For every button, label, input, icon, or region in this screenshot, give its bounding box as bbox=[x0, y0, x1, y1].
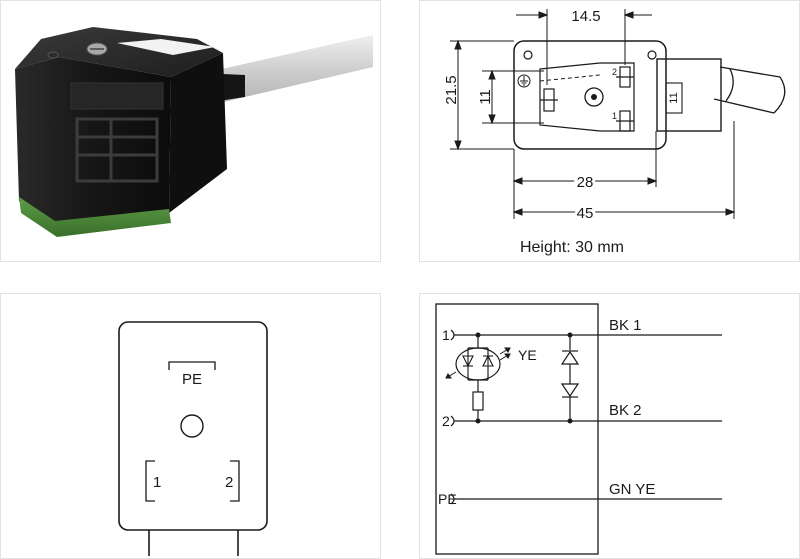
label-plate bbox=[117, 39, 215, 55]
dim-21-5-label: 21.5 bbox=[443, 75, 460, 104]
strain-relief bbox=[656, 58, 722, 132]
led-label: YE bbox=[518, 347, 537, 363]
connector-side bbox=[169, 53, 227, 213]
dimension-drawing-panel: 11 2 1 bbox=[419, 0, 800, 262]
terminal-2-icon bbox=[450, 415, 455, 427]
pin-2-label: 2 bbox=[225, 474, 233, 491]
dim-28-label: 28 bbox=[577, 174, 594, 191]
led-pair-icon bbox=[462, 354, 494, 374]
pin-layout-drawing: PE 1 2 bbox=[118, 321, 268, 556]
wire-gnye-label: GN YE bbox=[609, 481, 655, 498]
light-arrows-icon bbox=[445, 347, 511, 379]
pin-1-label: 1 bbox=[153, 474, 161, 491]
pin-1-bracket bbox=[145, 460, 155, 502]
housing-box bbox=[435, 303, 599, 555]
wire-bk1-label: BK 1 bbox=[609, 317, 642, 334]
connector-photo bbox=[15, 27, 373, 237]
terminal-2-label: 2 bbox=[442, 413, 450, 429]
dimension-drawing: 11 2 1 bbox=[443, 8, 786, 256]
vent-hole-icon bbox=[47, 51, 59, 59]
housing-outline bbox=[513, 40, 667, 150]
cable bbox=[213, 35, 373, 103]
terminal-1-icon bbox=[450, 329, 455, 341]
mount-hole-icon bbox=[647, 50, 657, 60]
cable-outline bbox=[713, 66, 786, 114]
led-window bbox=[70, 82, 164, 110]
relief-logo bbox=[75, 117, 159, 183]
connector-body bbox=[15, 57, 171, 225]
center-screw-icon bbox=[584, 87, 604, 107]
dim-28 bbox=[512, 131, 658, 219]
dim-11-label: 11 bbox=[477, 89, 494, 105]
dim-14-5-label: 14.5 bbox=[571, 8, 600, 25]
pin-2-label: 2 bbox=[612, 67, 617, 77]
terminal-pe-label: PE bbox=[438, 491, 457, 507]
led-enclosure bbox=[455, 347, 501, 381]
mount-hole-icon bbox=[523, 50, 533, 60]
pe-label: PE bbox=[182, 371, 202, 388]
pin-2-bracket bbox=[230, 460, 240, 502]
wire-bk2-label: BK 2 bbox=[609, 402, 642, 419]
dim-14-5 bbox=[516, 9, 652, 85]
pin-insert bbox=[539, 62, 635, 132]
diode-lower-icon bbox=[560, 383, 580, 398]
circuit-diagram-panel: 1 2 PE bbox=[419, 293, 800, 559]
side-label-11: 11 bbox=[668, 92, 680, 103]
dim-45-label: 45 bbox=[577, 205, 594, 222]
diode-upper-icon bbox=[560, 350, 580, 365]
product-photo-panel bbox=[0, 0, 381, 262]
pin-layout-panel: PE 1 2 bbox=[0, 293, 381, 559]
terminal-pe-icon bbox=[450, 493, 455, 505]
resistor bbox=[472, 391, 484, 411]
center-hole-icon bbox=[180, 414, 204, 438]
green-seal bbox=[19, 197, 171, 237]
height-note: Height: 30 mm bbox=[520, 239, 624, 256]
dim-45 bbox=[512, 121, 736, 219]
dim-21-5 bbox=[450, 39, 514, 151]
dim-11 bbox=[482, 69, 544, 125]
pin-face-outline bbox=[118, 321, 268, 531]
pin-1-label: 1 bbox=[612, 111, 617, 121]
ground-icon bbox=[517, 74, 531, 88]
connector-top bbox=[15, 27, 223, 77]
terminal-1-label: 1 bbox=[442, 327, 450, 343]
circuit-diagram: 1 2 PE bbox=[435, 303, 722, 555]
pe-bracket bbox=[168, 361, 216, 370]
